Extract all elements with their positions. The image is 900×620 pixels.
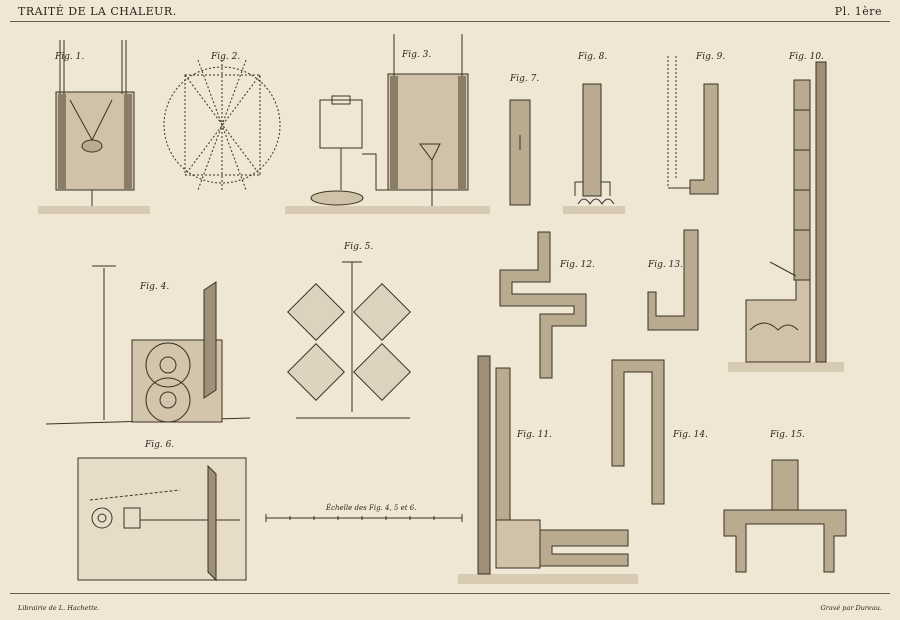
top-rule — [10, 21, 890, 22]
fig13-drawing — [648, 230, 698, 330]
fig15-label: Fig. 15. — [770, 430, 805, 440]
fig11-drawing — [458, 356, 638, 584]
bottom-rule — [10, 593, 890, 594]
fig7-drawing — [510, 100, 530, 205]
fig2-label: Fig. 2. — [211, 52, 241, 62]
engraver-credit: Gravé par Dureau. — [820, 604, 882, 612]
fig9-drawing — [668, 56, 718, 194]
fig14-label: Fig. 14. — [673, 430, 708, 440]
fig12-label: Fig. 12. — [560, 260, 595, 270]
fig1-drawing — [38, 40, 150, 214]
fig3-label: Fig. 3. — [402, 50, 432, 60]
fig8-drawing — [563, 84, 625, 214]
scale-label: Échelle des Fig. 4, 5 et 6. — [326, 504, 417, 512]
fig10-label: Fig. 10. — [789, 52, 824, 62]
fig7-label: Fig. 7. — [510, 74, 540, 84]
fig15-drawing — [724, 460, 846, 572]
fig9-label: Fig. 9. — [696, 52, 726, 62]
fig4-label: Fig. 4. — [140, 282, 170, 292]
fig3-drawing — [285, 34, 490, 214]
fig5-label: Fig. 5. — [344, 242, 374, 252]
fig2-drawing — [164, 60, 280, 190]
scale-bar-drawing — [266, 514, 462, 522]
fig5-drawing — [288, 262, 411, 418]
fig13-label: Fig. 13. — [648, 260, 683, 270]
fig10-drawing — [728, 62, 844, 372]
fig4-drawing — [46, 266, 250, 424]
fig6-label: Fig. 6. — [145, 440, 175, 450]
plate-number: Pl. 1ère — [834, 5, 882, 18]
fig14-drawing — [612, 360, 664, 504]
fig11-label: Fig. 11. — [517, 430, 552, 440]
publisher-credit: Librairie de L. Hachette. — [18, 604, 100, 612]
fig12-drawing — [500, 232, 586, 378]
plate-title: TRAITÉ DE LA CHALEUR. — [18, 5, 177, 18]
fig1-label: Fig. 1. — [55, 52, 85, 62]
fig8-label: Fig. 8. — [578, 52, 608, 62]
fig6-drawing — [78, 458, 246, 580]
